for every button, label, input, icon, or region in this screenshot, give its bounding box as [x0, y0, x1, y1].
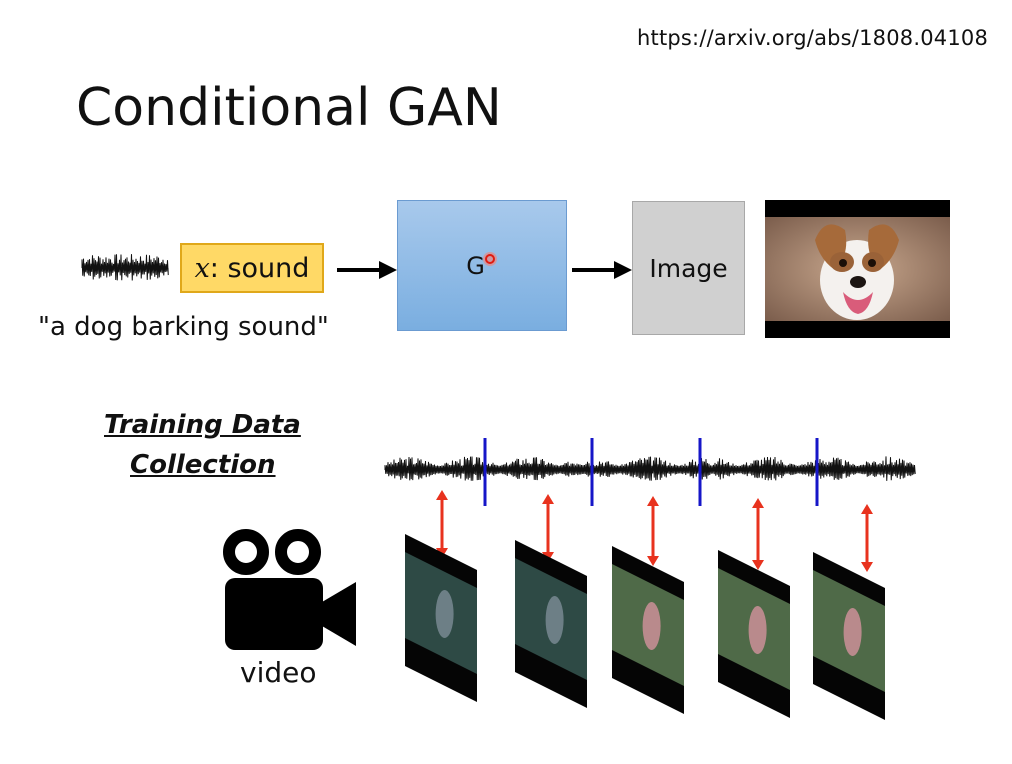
slide-title: Conditional GAN [76, 78, 502, 138]
video-frame [813, 552, 885, 720]
audio-frame-link-arrow [647, 496, 659, 566]
pointer-cursor-icon [482, 251, 497, 266]
training-heading-line2: Collection [130, 450, 276, 480]
sound-caption: "a dog barking sound" [38, 312, 329, 342]
video-frame [612, 546, 684, 714]
sound-input-box: x: sound [180, 243, 324, 293]
input-variable: x [194, 252, 210, 284]
image-output-label: Image [649, 253, 728, 283]
audio-frame-link-arrow [436, 490, 448, 558]
input-label: : sound [209, 252, 310, 284]
image-output-box: Image [632, 201, 745, 335]
audio-frame-link-arrow [752, 498, 764, 570]
audio-frame-link-arrow [861, 504, 873, 572]
audio-frame-link-arrow [542, 494, 554, 562]
sound-waveform-icon [81, 254, 169, 281]
video-label: video [240, 656, 317, 689]
video-camera-icon [223, 529, 356, 650]
arrow-to-image-icon [572, 261, 632, 279]
generator-box: G [397, 200, 567, 331]
generator-label: G [466, 251, 485, 280]
video-frame [405, 534, 477, 702]
video-frame [515, 540, 587, 708]
arrow-to-generator-icon [337, 261, 397, 279]
dog-photo [765, 200, 950, 338]
reference-url: https://arxiv.org/abs/1808.04108 [637, 26, 989, 50]
training-heading-line1: Training Data [104, 410, 301, 440]
training-data-diagram [384, 438, 916, 720]
video-frame [718, 550, 790, 718]
